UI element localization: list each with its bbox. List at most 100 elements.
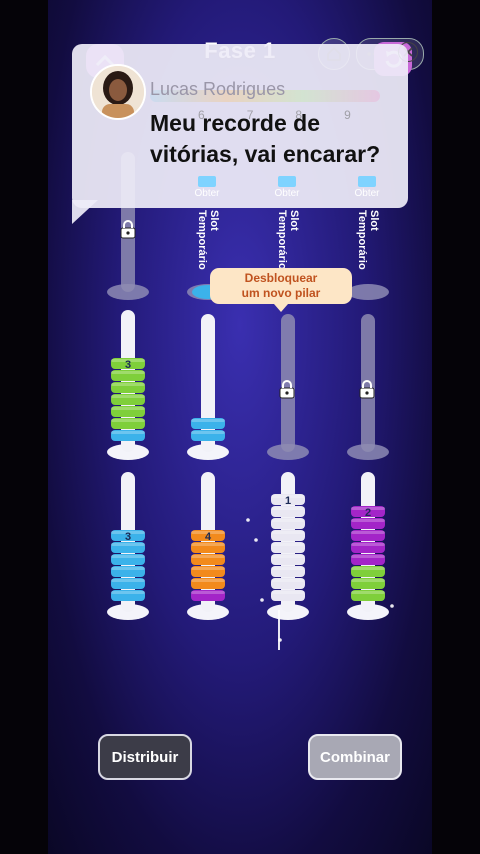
ring-highlight xyxy=(351,591,385,594)
temporary-slot-label: Slot Temporário xyxy=(196,210,220,270)
level-number: 9 xyxy=(344,108,351,122)
ring-highlight xyxy=(191,591,225,594)
ring xyxy=(271,590,305,601)
ring-highlight xyxy=(111,431,145,434)
ring xyxy=(191,578,225,589)
ring-highlight xyxy=(111,531,145,534)
lock-icon xyxy=(359,380,375,399)
ring-highlight xyxy=(111,567,145,570)
get-slot-button[interactable]: Obter xyxy=(269,176,305,199)
video-icon xyxy=(278,176,296,187)
ring xyxy=(111,418,145,429)
ring xyxy=(191,554,225,565)
tooltip-line: Desbloquear xyxy=(244,271,318,285)
ring xyxy=(191,590,225,601)
ring-highlight xyxy=(111,555,145,558)
ring-highlight xyxy=(111,419,145,422)
mid-pillar-rod xyxy=(361,314,375,452)
mid-stack-pillar-rod xyxy=(201,314,215,452)
ring-highlight xyxy=(351,567,385,570)
ring-highlight xyxy=(271,555,305,558)
tooltip-line: um novo pilar xyxy=(241,286,321,300)
player-photo xyxy=(92,66,144,118)
ring xyxy=(351,506,385,517)
get-slot-button[interactable]: Obter xyxy=(189,176,225,199)
ring-highlight xyxy=(111,383,145,386)
ring-highlight xyxy=(271,495,305,498)
ring-highlight xyxy=(191,579,225,582)
level-number: 6 xyxy=(198,108,205,122)
ring xyxy=(351,518,385,529)
stack-count-label: 3 xyxy=(125,359,131,371)
sparkle xyxy=(254,538,258,542)
ring-highlight xyxy=(111,395,145,398)
ring xyxy=(271,542,305,553)
distribute-button[interactable]: Distribuir xyxy=(98,734,192,780)
ring xyxy=(351,554,385,565)
combine-button[interactable]: Combinar xyxy=(308,734,402,780)
ring xyxy=(111,590,145,601)
ring-highlight xyxy=(271,579,305,582)
temporary-slot-label: Slot Temporário xyxy=(356,210,380,270)
chat-message: Meu recorde de vitórias, vai encarar? xyxy=(150,110,381,167)
sparkle xyxy=(246,518,250,522)
ring-highlight xyxy=(111,591,145,594)
ring xyxy=(111,406,145,417)
ring xyxy=(191,418,225,429)
ring-highlight xyxy=(111,407,145,410)
ring xyxy=(271,578,305,589)
ring xyxy=(111,430,145,441)
stack-count-label: 4 xyxy=(205,531,212,543)
top-pillar-base xyxy=(347,284,389,300)
ring xyxy=(191,542,225,553)
ring xyxy=(191,430,225,441)
ring xyxy=(111,382,145,393)
ring-highlight xyxy=(111,543,145,546)
ring-highlight xyxy=(351,519,385,522)
sparkle xyxy=(390,604,394,608)
ring-highlight xyxy=(351,543,385,546)
ring-highlight xyxy=(271,543,305,546)
lock-icon xyxy=(279,380,295,399)
ring-highlight xyxy=(351,555,385,558)
ring xyxy=(351,566,385,577)
ring xyxy=(111,554,145,565)
ring xyxy=(111,358,145,369)
progress-strip xyxy=(150,90,380,102)
ring-highlight xyxy=(271,591,305,594)
get-label: Obter xyxy=(194,188,220,199)
get-slot-button[interactable]: Obter xyxy=(349,176,385,199)
stack-count-label: 1 xyxy=(285,495,291,507)
ring xyxy=(191,566,225,577)
ring xyxy=(111,370,145,381)
ring-highlight xyxy=(271,519,305,522)
ring-highlight xyxy=(351,507,385,510)
ring-highlight xyxy=(351,531,385,534)
ring xyxy=(271,554,305,565)
ring xyxy=(271,494,305,505)
ring-highlight xyxy=(191,543,225,546)
ring xyxy=(111,566,145,577)
stack-count-label: 3 xyxy=(125,531,131,543)
stack-count-label: 2 xyxy=(365,507,371,519)
ring-highlight xyxy=(111,371,145,374)
ring xyxy=(271,506,305,517)
ring xyxy=(351,542,385,553)
ring-highlight xyxy=(191,419,225,422)
level-number: 8 xyxy=(295,108,303,122)
ring xyxy=(351,530,385,541)
ring-highlight xyxy=(191,567,225,570)
lock-icon xyxy=(120,220,136,239)
ring-highlight xyxy=(111,579,145,582)
ring xyxy=(111,530,145,541)
ring-highlight xyxy=(191,555,225,558)
video-icon xyxy=(198,176,216,187)
unlock-pillar-tooltip[interactable]: Desbloquear um novo pilar xyxy=(210,268,352,312)
ring xyxy=(351,590,385,601)
video-icon xyxy=(358,176,376,187)
ring xyxy=(191,530,225,541)
avatar xyxy=(90,64,146,120)
ring-highlight xyxy=(111,359,145,362)
ring xyxy=(271,530,305,541)
ring xyxy=(111,578,145,589)
